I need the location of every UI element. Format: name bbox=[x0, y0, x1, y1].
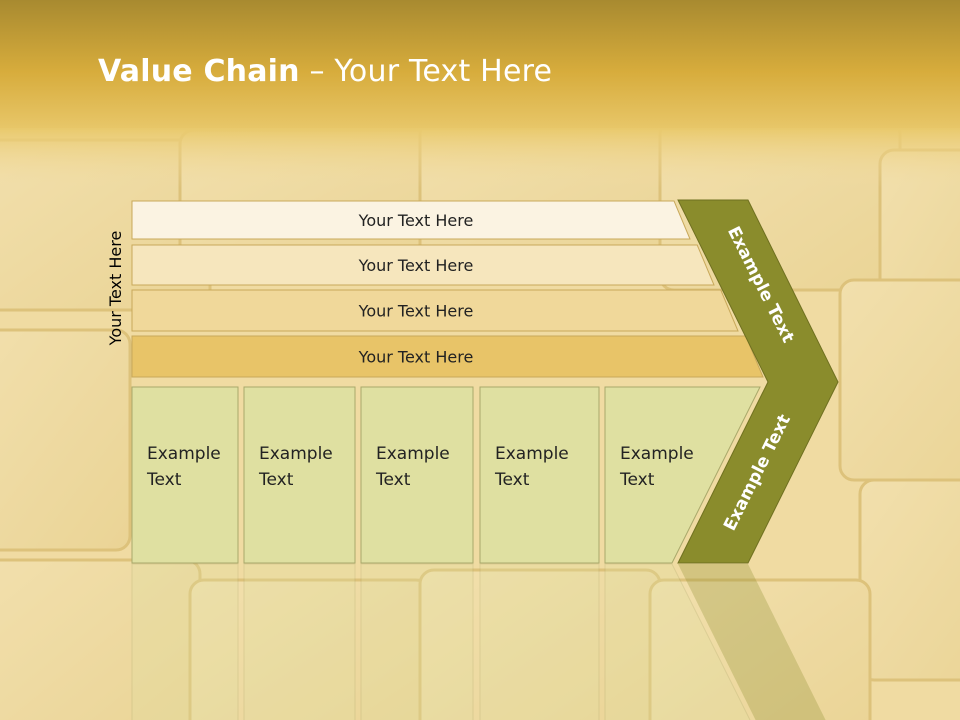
support-bar bbox=[131, 244, 715, 286]
support-bar bbox=[131, 335, 764, 378]
support-bar bbox=[131, 200, 691, 240]
support-bar bbox=[131, 289, 739, 332]
slide-title: Value Chain – Your Text Here bbox=[98, 54, 552, 89]
activity-box-line1: Example bbox=[376, 444, 450, 464]
support-bar-label: Your Text Here bbox=[358, 302, 474, 321]
activity-box bbox=[131, 386, 239, 564]
activity-box-line2: Text bbox=[258, 470, 294, 490]
activity-box-line2: Text bbox=[146, 470, 182, 490]
support-bar-label: Your Text Here bbox=[358, 211, 474, 230]
chevron-shape bbox=[677, 199, 839, 564]
margin-chevron: Example Text Example Text bbox=[677, 199, 839, 564]
side-label: Your Text Here bbox=[106, 231, 125, 347]
activity-box-line1: Example bbox=[620, 444, 694, 464]
activity-box-line1: Example bbox=[259, 444, 333, 464]
activity-box bbox=[604, 386, 761, 564]
activity-box-line1: Example bbox=[147, 444, 221, 464]
activity-box-line2: Text bbox=[494, 470, 530, 490]
activity-box bbox=[479, 386, 600, 564]
reflection bbox=[131, 563, 826, 720]
support-bar-label: Your Text Here bbox=[358, 348, 474, 367]
activity-box bbox=[243, 386, 356, 564]
support-bar-label: Your Text Here bbox=[358, 256, 474, 275]
activity-box bbox=[360, 386, 474, 564]
title-bold: Value Chain bbox=[98, 54, 300, 89]
activity-box-line2: Text bbox=[619, 470, 655, 490]
activity-box-line2: Text bbox=[375, 470, 411, 490]
activity-box-line1: Example bbox=[495, 444, 569, 464]
title-rest: – Your Text Here bbox=[299, 54, 553, 89]
